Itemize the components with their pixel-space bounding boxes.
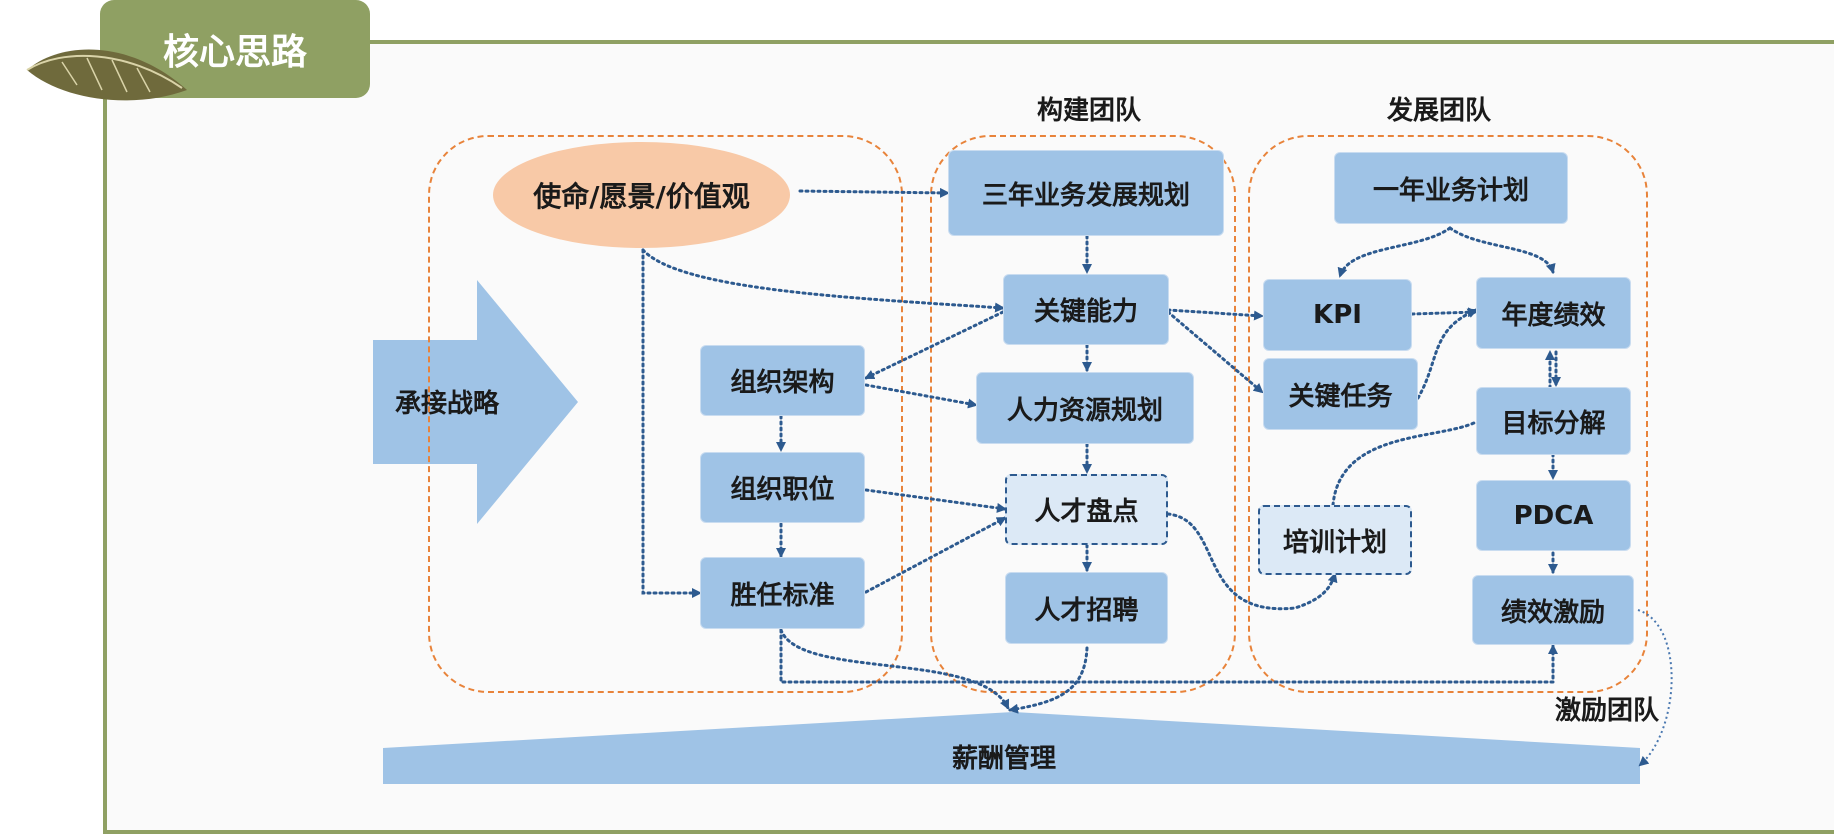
develop-team-title: 发展团队	[1387, 96, 1492, 126]
mission-node: 使命/愿景/价值观	[493, 142, 790, 248]
develop-team-group	[1248, 135, 1648, 693]
motivate-team-title: 激励团队	[1555, 696, 1660, 726]
perf-incentive-node: 绩效激励	[1472, 575, 1634, 645]
key-task-node: 关键任务	[1263, 358, 1418, 430]
key-capability-node: 关键能力	[1003, 274, 1169, 345]
hr-plan-node: 人力资源规划	[976, 372, 1194, 444]
strategy-label: 承接战略	[395, 389, 500, 419]
recruitment-node: 人才招聘	[1005, 572, 1168, 644]
build-team-title: 构建团队	[1037, 96, 1142, 126]
three-year-plan-node: 三年业务发展规划	[948, 150, 1224, 236]
build-team-group	[930, 135, 1236, 693]
org-structure-node: 组织架构	[700, 345, 865, 416]
strategy-group	[428, 135, 903, 693]
training-plan-node: 培训计划	[1258, 505, 1412, 575]
page-title: 核心思路	[162, 32, 307, 73]
one-year-plan-node: 一年业务计划	[1334, 152, 1568, 224]
pdca-node: PDCA	[1476, 480, 1631, 551]
talent-review-node: 人才盘点	[1005, 474, 1168, 545]
org-position-node: 组织职位	[700, 452, 865, 523]
leaf-icon	[26, 49, 187, 101]
kpi-node: KPI	[1263, 279, 1412, 351]
competency-node: 胜任标准	[700, 557, 865, 629]
annual-perf-node: 年度绩效	[1476, 277, 1631, 349]
compensation-label: 薪酬管理	[952, 744, 1057, 774]
goal-breakdown-node: 目标分解	[1476, 387, 1631, 455]
